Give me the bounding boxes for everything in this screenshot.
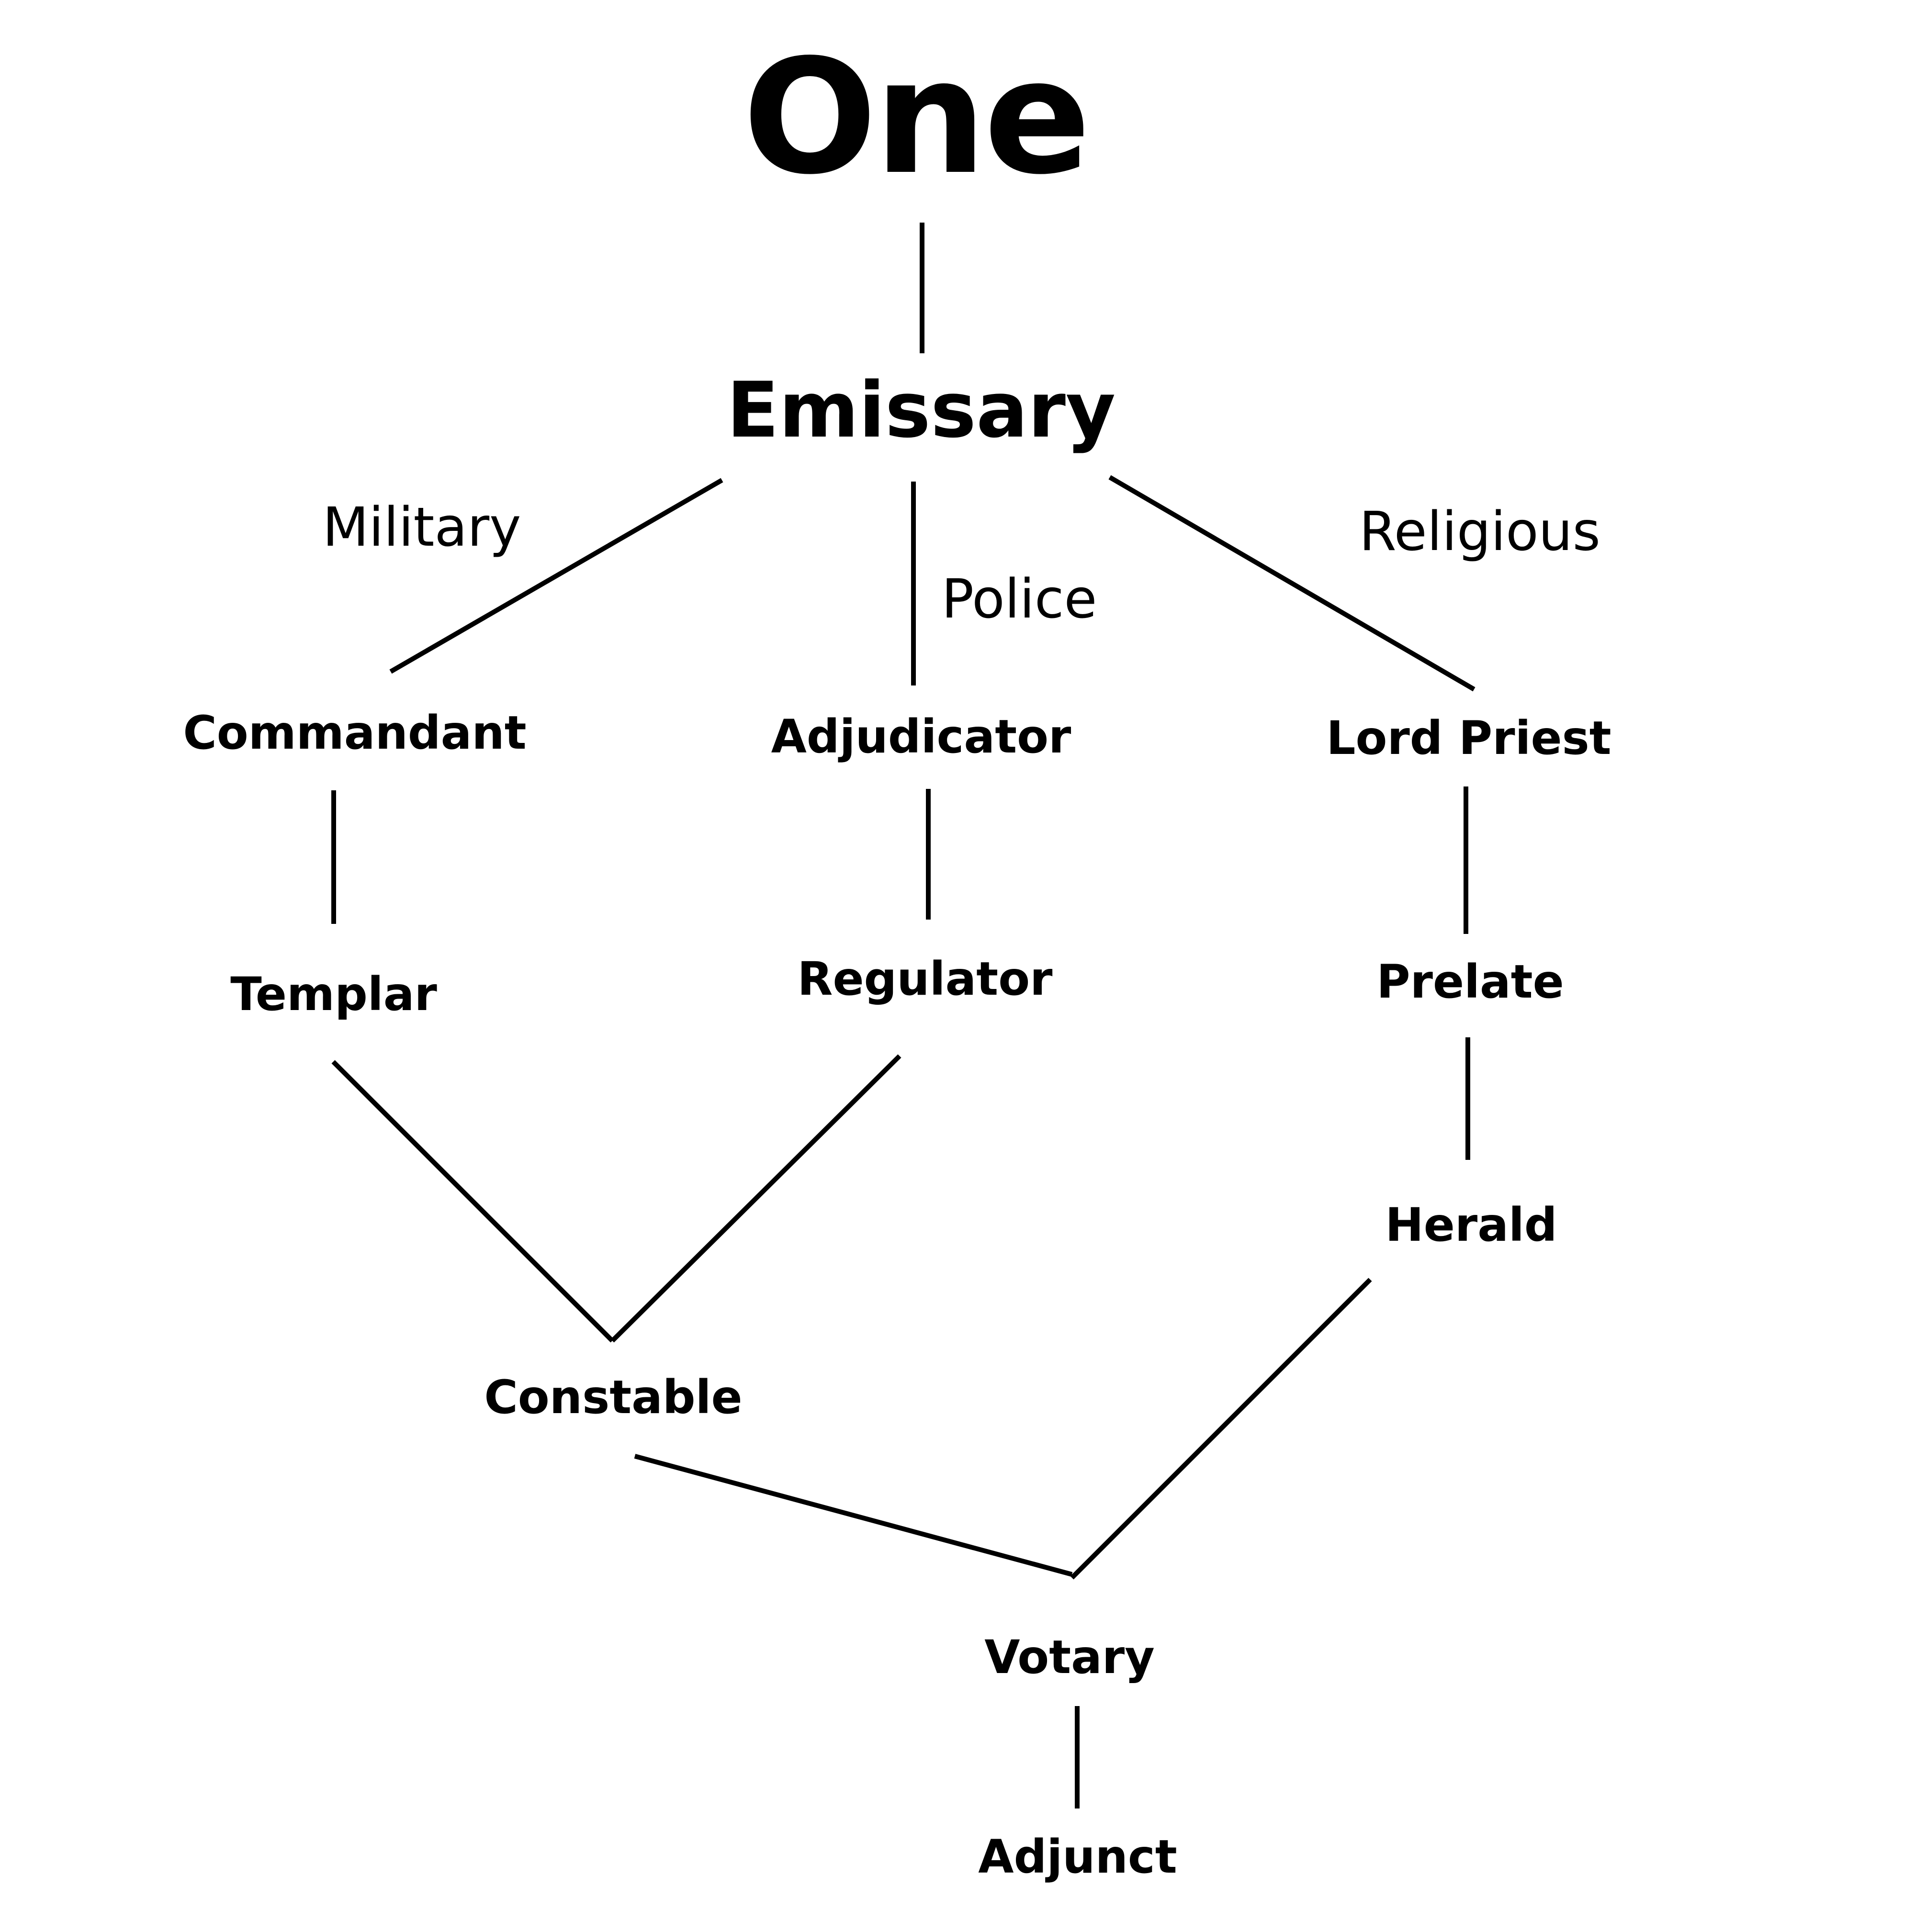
edge-herald-votary <box>1070 1278 1372 1580</box>
edge-constable-votary <box>634 1454 1073 1577</box>
node-one: One <box>743 25 1091 209</box>
edge-templar-constable <box>331 1060 614 1343</box>
branch-label-religious: Religious <box>1359 501 1600 563</box>
node-constable: Constable <box>484 1370 743 1424</box>
node-templar: Templar <box>230 967 437 1021</box>
node-herald: Herald <box>1385 1198 1557 1252</box>
node-prelate: Prelate <box>1376 955 1564 1009</box>
node-regulator: Regulator <box>797 952 1053 1006</box>
node-adjunct: Adjunct <box>978 1830 1177 1884</box>
branch-label-police: Police <box>941 568 1097 630</box>
edge-regulator-constable <box>610 1054 901 1343</box>
node-votary: Votary <box>984 1630 1155 1684</box>
node-adjudicator: Adjudicator <box>771 710 1071 764</box>
node-emissary: Emissary <box>726 365 1116 455</box>
edge-emissary-lord-priest <box>1108 475 1476 692</box>
branch-label-military: Military <box>322 496 521 559</box>
edge-emissary-commandant <box>389 478 723 674</box>
node-commandant: Commandant <box>183 706 527 760</box>
node-lord-priest: Lord Priest <box>1326 711 1611 765</box>
